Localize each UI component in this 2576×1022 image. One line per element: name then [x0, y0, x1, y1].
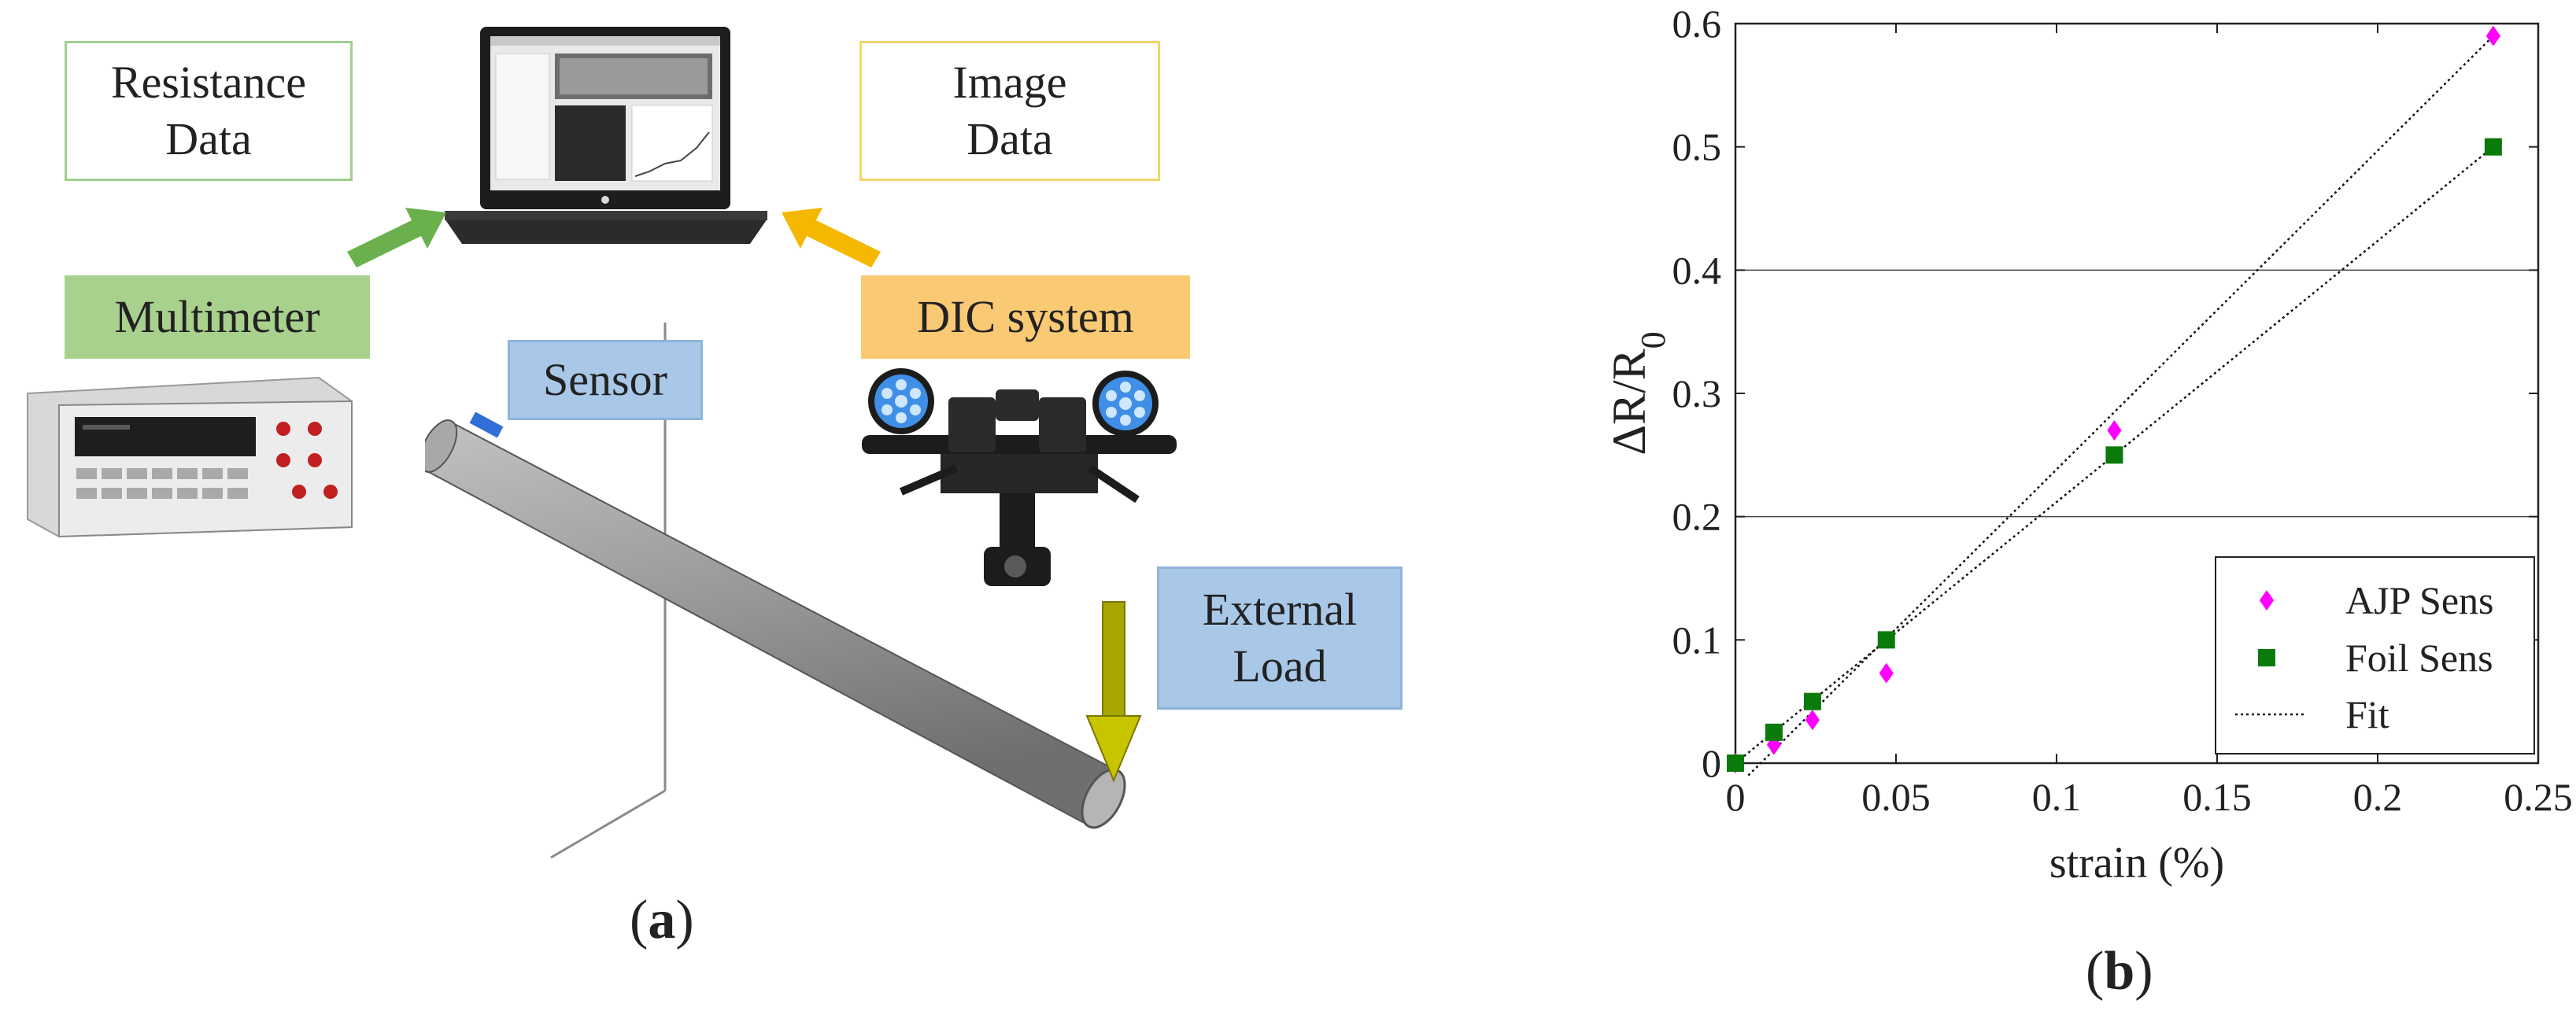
- green-arrow-icon: [347, 208, 446, 267]
- y-tick-label: 0.3: [1672, 371, 1722, 415]
- dic-system-label: DIC system: [917, 290, 1134, 342]
- dic-system-box: DIC system: [861, 275, 1190, 359]
- x-tick-label: 0.2: [2353, 775, 2403, 819]
- x-tick-label: 0: [1726, 775, 1746, 819]
- external-load-label: External Load: [1202, 583, 1358, 692]
- panel-a: Resistance Data Image Data Multimeter DI…: [27, 27, 1403, 950]
- ajp-point: [1805, 710, 1820, 731]
- x-tick-label: 0.05: [1861, 775, 1931, 819]
- y-tick-label: 0: [1702, 741, 1721, 785]
- foil-point: [2105, 446, 2123, 464]
- foil-point: [2484, 138, 2502, 156]
- x-tick-label: 0.25: [2504, 775, 2573, 819]
- pipe-icon: [425, 411, 1126, 829]
- strain-resistance-chart: 0 0.05 0.1 0.15 0.2 0.25 0 0.1 0.2 0.3 0.4 0.5 0.6 st…: [1613, 2, 2573, 887]
- panel-b-letter: b: [2104, 941, 2135, 1002]
- resistance-data-label: Resistance Data: [110, 56, 307, 165]
- panel-a-letter: a: [648, 890, 676, 950]
- ajp-point: [1879, 662, 1894, 684]
- laptop-icon: [445, 27, 767, 244]
- y-tick-label: 0.1: [1672, 618, 1722, 662]
- x-axis-label: strain (%): [2049, 839, 2224, 887]
- foil-point: [1877, 631, 1895, 649]
- resistance-data-box: Resistance Data: [65, 41, 353, 181]
- sensor-label: Sensor: [543, 353, 667, 405]
- ajp-point: [2485, 25, 2500, 46]
- y-tick-label: 0.2: [1672, 495, 1722, 539]
- yellow-arrow-icon: [782, 208, 881, 267]
- panel-a-label: (a): [630, 890, 694, 950]
- legend-label: Fit: [2345, 692, 2389, 736]
- dic-camera-icon: [862, 368, 1177, 586]
- legend-label: Foil Sens: [2345, 636, 2493, 680]
- x-tick-label: 0.1: [2032, 775, 2082, 819]
- fit-line: [1747, 35, 2494, 777]
- multimeter-label: Multimeter: [114, 290, 320, 342]
- legend-label: AJP Sens: [2345, 578, 2493, 622]
- external-load-box: External Load: [1157, 566, 1403, 710]
- sensor-box: Sensor: [508, 340, 703, 420]
- legend-foil-marker: [2258, 649, 2275, 666]
- y-tick-label: 0.4: [1672, 248, 1722, 292]
- image-data-box: Image Data: [859, 41, 1160, 181]
- ajp-point: [2107, 420, 2122, 441]
- y-tick-label: 0.6: [1672, 2, 1722, 46]
- panel-b: 0 0.05 0.1 0.15 0.2 0.25 0 0.1 0.2 0.3 0.4 0.5 0.6 st…: [1613, 0, 2576, 1022]
- multimeter-icon: [27, 376, 353, 538]
- legend-ajp-marker: [2259, 590, 2275, 611]
- y-axis-label: ΔR/R0: [1613, 331, 1672, 455]
- multimeter-box: Multimeter: [65, 275, 370, 359]
- panel-b-label: (b): [2086, 941, 2153, 1002]
- foil-point: [1727, 755, 1744, 772]
- foil-point: [1765, 723, 1783, 741]
- load-arrow-icon: [1085, 601, 1142, 783]
- image-data-label: Image Data: [952, 56, 1067, 165]
- x-tick-label: 0.15: [2182, 775, 2252, 819]
- y-tick-label: 0.5: [1672, 125, 1722, 169]
- foil-point: [1803, 692, 1821, 710]
